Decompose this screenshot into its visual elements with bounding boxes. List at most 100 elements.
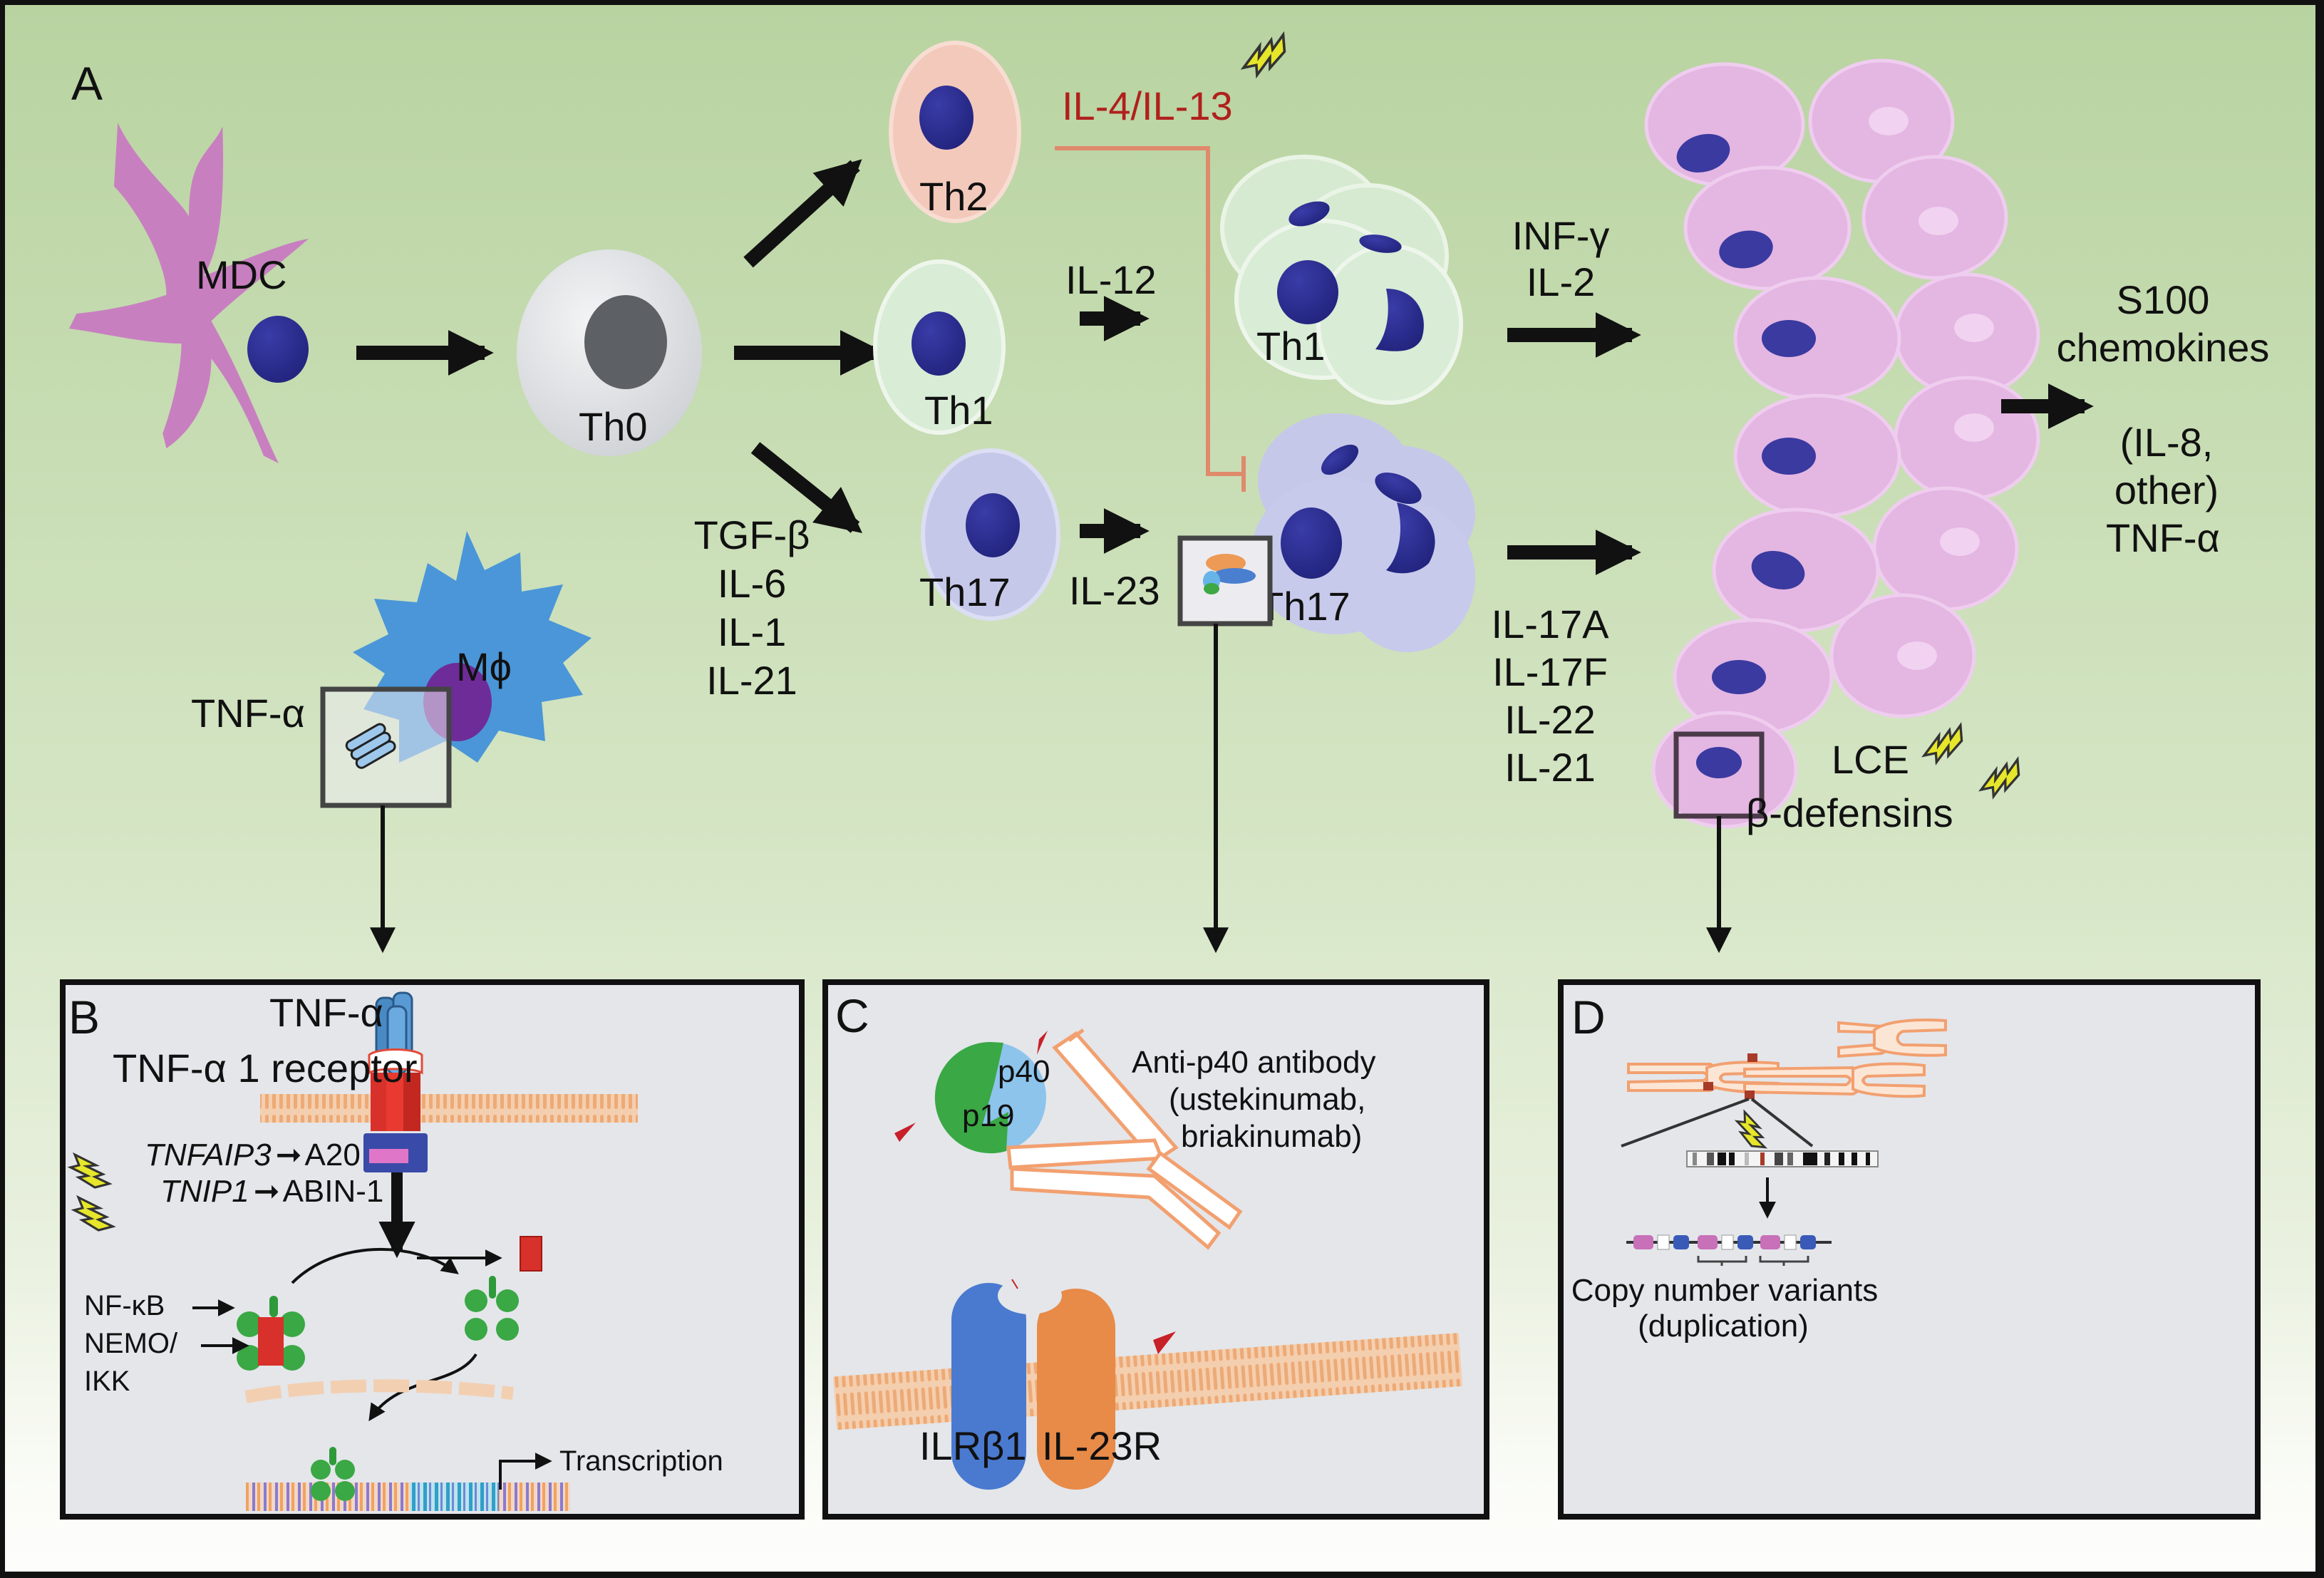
cnv-caption-2: (duplication) xyxy=(1638,1309,1809,1344)
gene-copy-array xyxy=(1633,1234,1816,1250)
cnv-caption-1: Copy number variants xyxy=(1571,1273,1878,1308)
mdc-label: MDC xyxy=(196,252,287,297)
th1-effector-il2: IL-2 xyxy=(1527,259,1596,304)
keratinocyte-output-list: S100 chemokines (IL-8, other) TNF-α xyxy=(2057,277,2270,560)
gene-row-tnip1: TNIP1➞ABIN-1 xyxy=(160,1174,383,1209)
gene-tnfaip3: TNFAIP3 xyxy=(145,1138,272,1172)
ilrb1-label: ILRβ1 xyxy=(919,1423,1027,1468)
inducer-tgf-b: TGF-β xyxy=(694,512,810,557)
gene-lce: LCE xyxy=(1832,737,1909,782)
ilrb1-receptor xyxy=(951,1283,1026,1490)
chromosome-band-bar xyxy=(1686,1150,1879,1167)
zoom-line-left xyxy=(1621,1098,1750,1148)
output-chemokines: chemokines xyxy=(2057,325,2270,370)
th17-label: Th17 xyxy=(919,569,1011,614)
tnf-receptor-label: TNF-α 1 receptor xyxy=(113,1046,418,1090)
variant-marker-icon xyxy=(1153,1331,1176,1354)
tnf-receptor-icon xyxy=(363,1048,428,1172)
th17-effector-il17f: IL-17F xyxy=(1492,649,1608,694)
tnf-alpha-label: TNF-α xyxy=(191,691,305,736)
arrow-th0-to-th2 xyxy=(743,159,862,268)
th2-nucleus xyxy=(919,86,974,150)
output-s100: S100 xyxy=(2117,277,2210,322)
locus-marker xyxy=(1703,1082,1713,1090)
antibody-label-1: Anti-p40 antibody xyxy=(1132,1045,1375,1080)
th17-effector-il22: IL-22 xyxy=(1504,697,1596,742)
zoom-line-right xyxy=(1750,1098,1814,1148)
output-il8: (IL-8, xyxy=(2120,420,2214,465)
nfkb-label: NF-κB xyxy=(84,1290,165,1321)
panel-label-c: C xyxy=(835,989,869,1042)
th17-cluster: Th17 xyxy=(1251,413,1475,652)
th17-effector-il17a: IL-17A xyxy=(1492,602,1610,646)
antibody-label-2: (ustekinumab, xyxy=(1169,1082,1365,1117)
panel-label-b: B xyxy=(68,991,100,1043)
output-tnf-a: TNF-α xyxy=(2106,515,2220,560)
free-nfkb-icon xyxy=(465,1276,519,1341)
il12-label: IL-12 xyxy=(1065,257,1157,302)
th1-cluster-nucleus xyxy=(1277,260,1338,324)
arrow-glyph: ➞ xyxy=(254,1174,280,1209)
th17-cell: Th17 xyxy=(919,448,1060,621)
panel-d: D xyxy=(1558,979,2261,1520)
nuclear-envelope xyxy=(244,1379,515,1403)
arrow-glyph: ➞ xyxy=(276,1138,302,1172)
th2-cell: Th2 xyxy=(889,41,1021,223)
th0-cell: Th0 xyxy=(517,249,702,456)
th17-nucleus xyxy=(966,493,1020,557)
arrow-th0-to-th17 xyxy=(750,442,862,533)
th1-cluster-label: Th1 xyxy=(1256,324,1326,368)
inducer-il6: IL-6 xyxy=(718,561,787,606)
panel-label-a: A xyxy=(71,57,103,110)
il4-il13-label: IL-4/IL-13 xyxy=(1062,83,1233,128)
nfkb-complex-icon xyxy=(237,1296,305,1371)
duplication-bracket xyxy=(1759,1256,1809,1266)
th17-effector-il21: IL-21 xyxy=(1504,745,1596,790)
p40-label: p40 xyxy=(998,1054,1050,1089)
locus-marker xyxy=(1745,1090,1755,1099)
lightning-icon xyxy=(1734,1109,1768,1149)
th0-label: Th0 xyxy=(579,404,648,449)
nemo-label: NEMO/ xyxy=(84,1328,178,1359)
lightning-icon xyxy=(1240,31,1286,79)
lightning-icon xyxy=(67,1152,113,1189)
th1-cluster: Th1 xyxy=(1220,155,1463,405)
tnf-trimer-icon xyxy=(345,723,396,769)
th17-inducer-list: TGF-β IL-6 IL-1 IL-21 xyxy=(694,512,810,703)
gene-row-tnfaip3: TNFAIP3➞A20 xyxy=(145,1138,361,1172)
duplication-bracket xyxy=(1697,1256,1747,1266)
mdc-nucleus xyxy=(247,316,309,383)
keratinocyte-pale-nuclei xyxy=(1869,107,1994,670)
macrophage-label: Mϕ xyxy=(456,644,512,689)
p19-subunit xyxy=(934,1041,1008,1154)
transcription-start-arrow xyxy=(499,1453,552,1490)
inducer-il21: IL-21 xyxy=(706,658,797,703)
th1-cell: Th1 xyxy=(873,259,1006,435)
panel-c: C ILRβ1 IL-23R p40 p19 Anti-p40 antibody xyxy=(822,979,1489,1520)
protein-abin1: ABIN-1 xyxy=(283,1174,384,1209)
gene-tnip1: TNIP1 xyxy=(160,1174,249,1209)
antibody-label-3: briakinumab) xyxy=(1181,1119,1362,1154)
th1-effector-ifng: INF-γ xyxy=(1512,213,1610,258)
protein-a20: A20 xyxy=(305,1138,361,1172)
inhibition-line xyxy=(1055,146,1244,476)
tnf-ligand-label: TNF-α xyxy=(269,990,383,1035)
il23-label: IL-23 xyxy=(1069,568,1160,613)
th0-nucleus xyxy=(584,295,667,389)
lightning-icon xyxy=(1921,722,1963,765)
output-other: other) xyxy=(2114,468,2219,512)
th17-cluster-nucleus xyxy=(1281,507,1342,579)
il23r-label: IL-23R xyxy=(1042,1423,1162,1468)
bound-nfkb-icon xyxy=(311,1447,355,1501)
lightning-icon xyxy=(1978,756,2020,800)
mdc-cell: MDC xyxy=(68,123,309,463)
transcription-label: Transcription xyxy=(559,1445,723,1477)
th17-cluster-label: Th17 xyxy=(1259,584,1350,629)
ikb-degraded xyxy=(520,1236,542,1272)
th1-label: Th1 xyxy=(924,388,993,433)
ikk-label: IKK xyxy=(84,1366,130,1397)
th1-nucleus xyxy=(911,311,966,376)
locus-marker xyxy=(1747,1053,1757,1062)
